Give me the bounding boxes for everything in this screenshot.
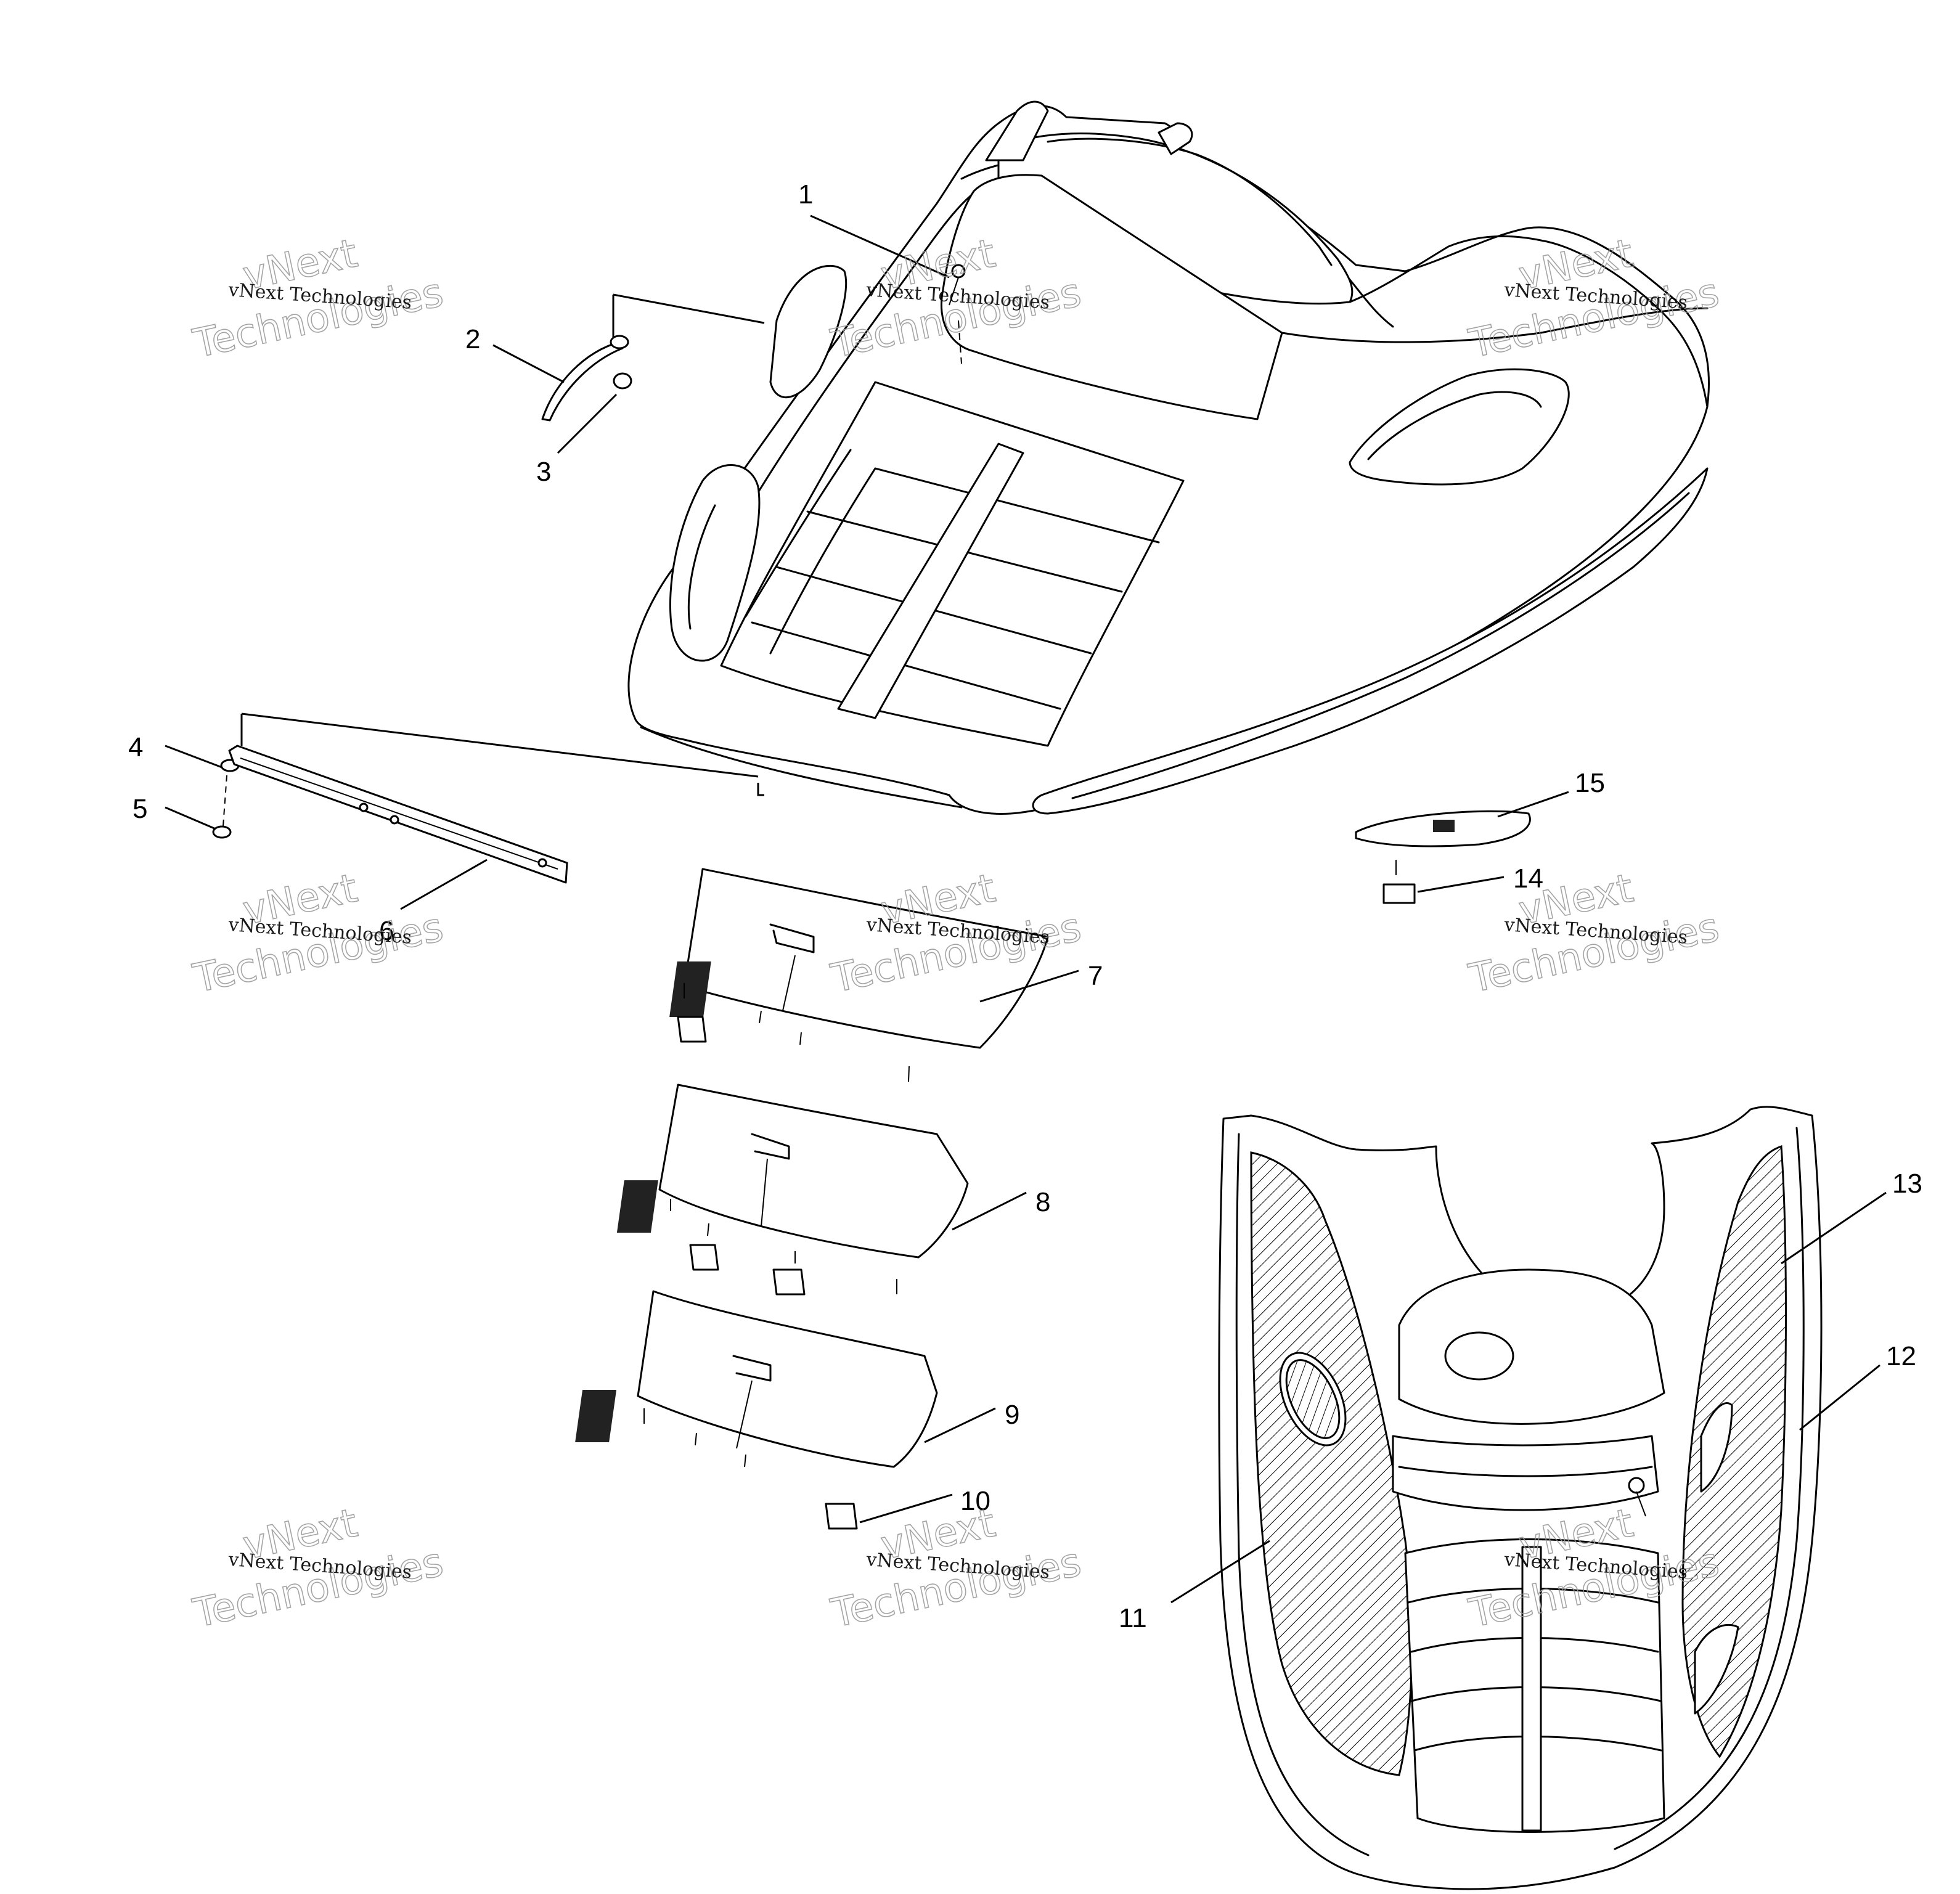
part-7-panel [669, 868, 1049, 1082]
part-2-strip [541, 341, 624, 422]
hood-assembly [627, 100, 1710, 815]
callout-13: 13 [1892, 1169, 1922, 1199]
callout-10: 10 [960, 1486, 990, 1516]
watermark: vNext Technologies vNext Technologies [189, 231, 447, 368]
callout-3: 3 [536, 457, 551, 487]
watermark: vNext Technologies vNext Technologies [189, 1500, 447, 1638]
callout-14: 14 [1513, 863, 1543, 894]
part-6-trim-strip [228, 745, 568, 884]
part-9-panel [575, 1290, 938, 1468]
assembly-lines [240, 293, 765, 796]
watermark: vNext Technologies vNext Technologies [189, 865, 447, 1003]
part-8-panel [616, 1084, 969, 1296]
callout-leaders [165, 214, 1887, 1604]
part-1-fastener [949, 264, 966, 364]
callout-7: 7 [1088, 961, 1103, 991]
hood-underside [1218, 1106, 1823, 1890]
watermarks: vNext Technologies vNext Technologies vN… [189, 231, 1723, 1638]
part-3-washer [610, 335, 632, 390]
callout-9: 9 [1005, 1400, 1019, 1430]
callout-12: 12 [1886, 1341, 1916, 1371]
callout-2: 2 [465, 324, 480, 354]
part-15-badge [1355, 810, 1531, 875]
callout-15: 15 [1575, 768, 1605, 798]
callout-8: 8 [1035, 1187, 1050, 1217]
part-5-nut [212, 775, 232, 839]
callout-1: 1 [798, 179, 813, 210]
part-14-clip [1382, 883, 1416, 904]
watermark: vNext Technologies vNext Technologies [1464, 865, 1723, 1003]
callout-6: 6 [379, 916, 394, 946]
callout-5: 5 [133, 794, 147, 824]
callout-11: 11 [1119, 1603, 1147, 1633]
watermark: vNext Technologies vNext Technologies [1464, 231, 1723, 368]
part-10-clip [825, 1503, 858, 1530]
callout-labels: 1 2 3 4 5 6 7 8 9 10 11 12 13 14 15 [128, 179, 1922, 1633]
callout-4: 4 [128, 732, 143, 762]
